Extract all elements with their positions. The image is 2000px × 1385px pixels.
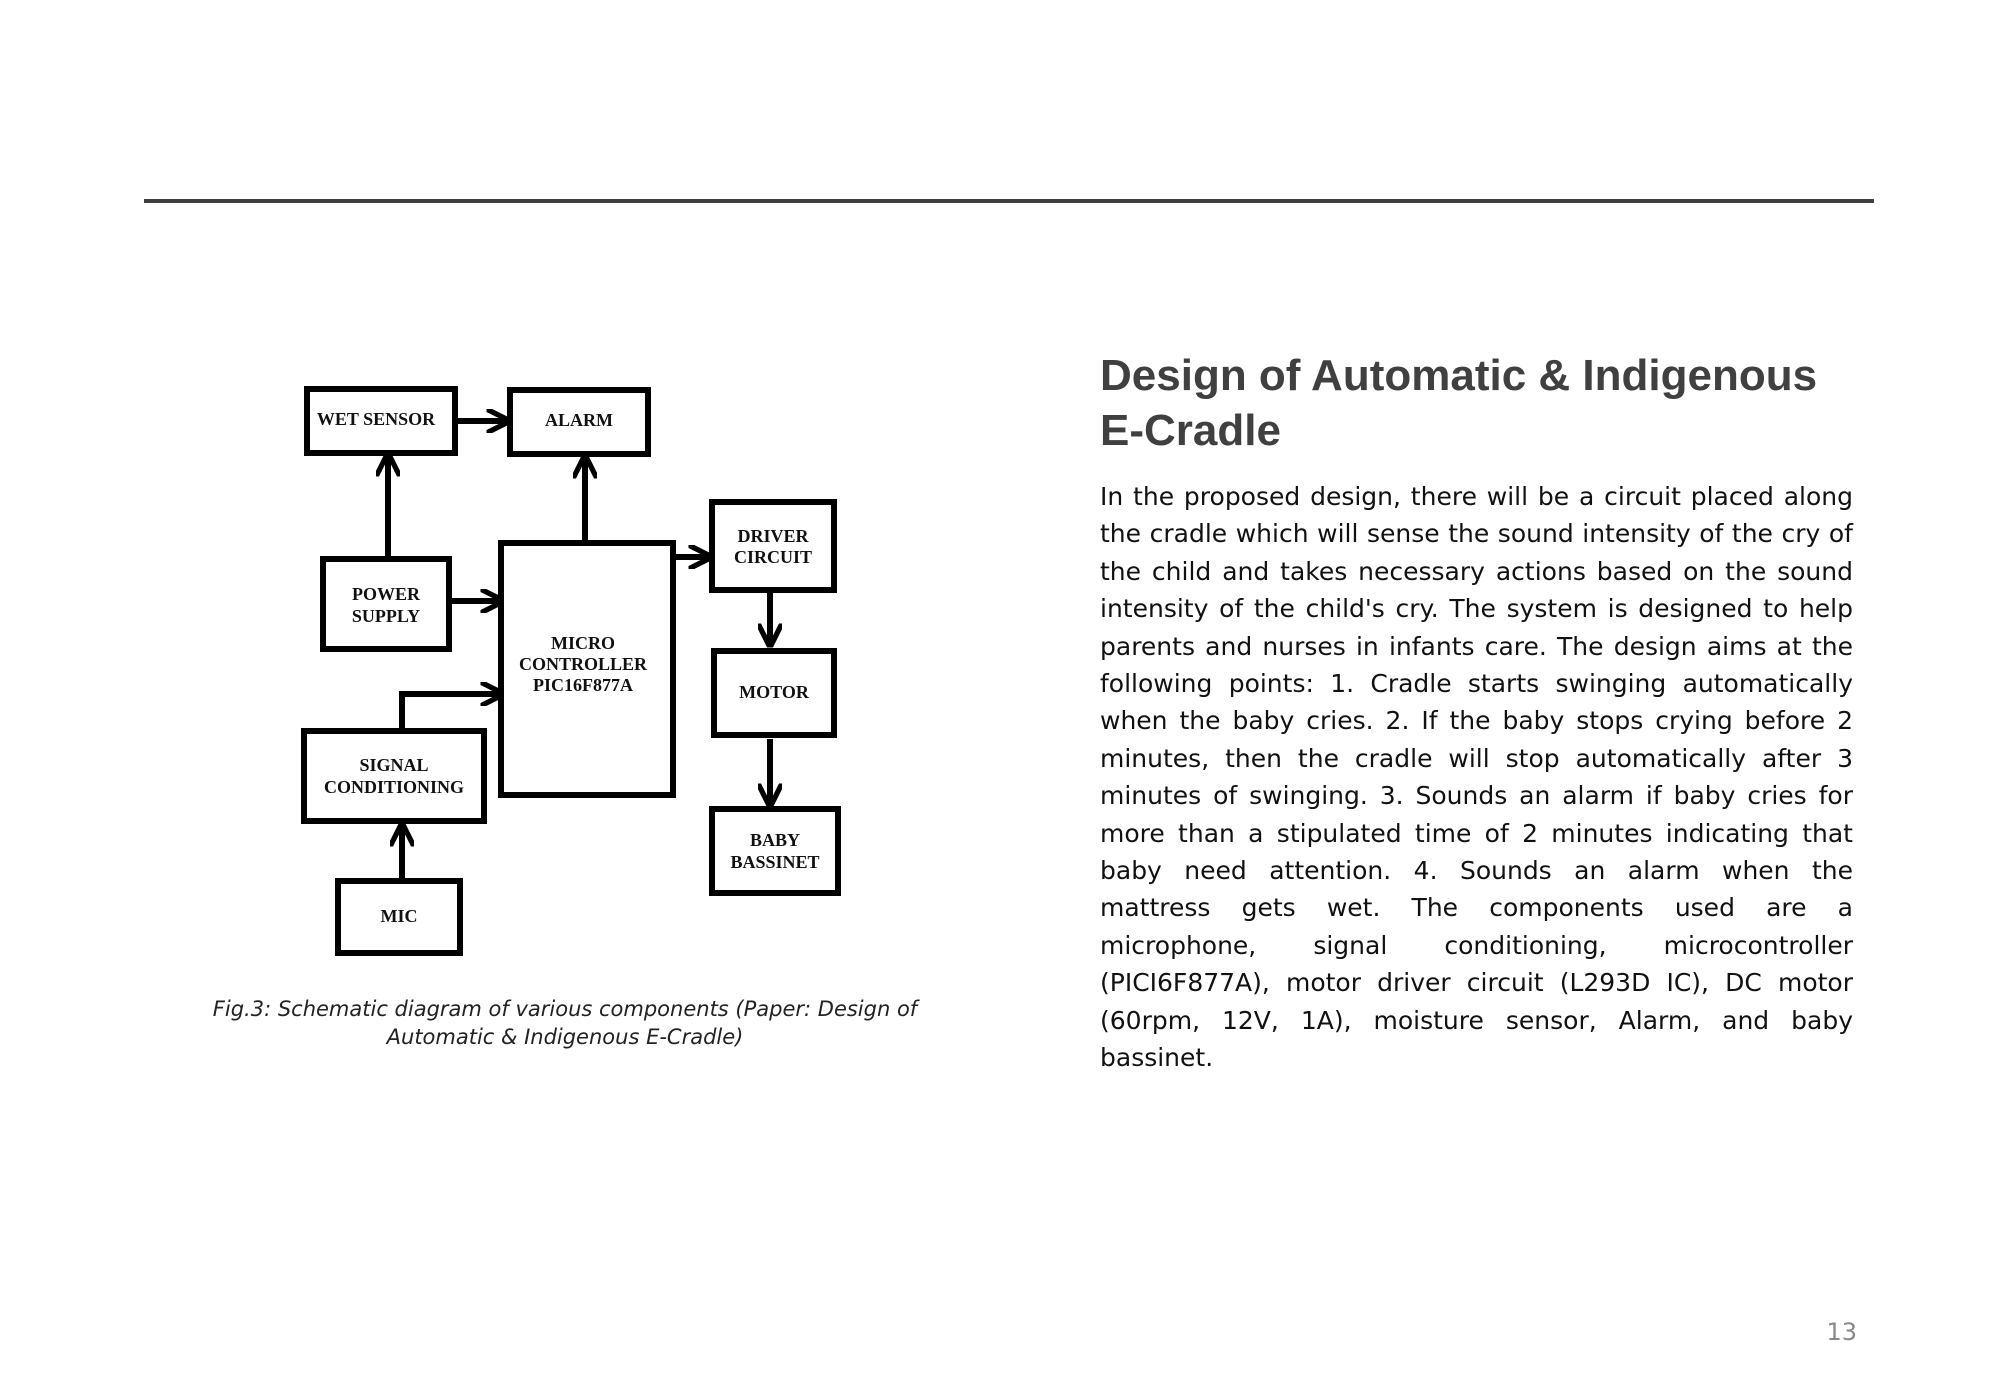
block-driver-circuit	[709, 499, 837, 593]
label-signal-2: CONDITIONING	[324, 777, 464, 797]
label-micro-3: PIC16F877A	[533, 675, 633, 695]
label-alarm: ALARM	[545, 410, 613, 430]
figure-caption: Fig.3: Schematic diagram of various comp…	[190, 995, 940, 1051]
label-wet-sensor: WET SENSOR	[317, 409, 436, 429]
slide-title-line-1: Design of Automatic & Indigenous	[1100, 351, 1818, 400]
arrow-signal-to-micro	[399, 694, 502, 731]
block-motor	[711, 648, 837, 738]
block-signal-conditioning	[301, 728, 487, 824]
label-micro-1: MICRO	[551, 633, 615, 653]
label-mic: MIC	[381, 906, 418, 926]
schematic-diagram: WET SENSOR ALARM POWER SUPPLY MICRO CONT…	[290, 375, 870, 975]
label-power-supply-1: POWER	[352, 584, 421, 604]
block-microcontroller	[498, 540, 676, 798]
label-driver-2: CIRCUIT	[734, 547, 812, 567]
block-power-supply	[320, 556, 452, 652]
block-wet-sensor	[304, 386, 458, 456]
connector-lines	[388, 421, 770, 879]
label-driver-1: DRIVER	[737, 526, 809, 546]
block-alarm	[507, 387, 651, 457]
block-baby-bassinet	[709, 806, 841, 896]
figure-caption-line-2: Automatic & Indigenous E-Cradle)	[386, 1025, 744, 1049]
label-signal-1: SIGNAL	[359, 755, 428, 775]
header-divider	[144, 199, 1874, 203]
slide-title: Design of Automatic & Indigenous E-Cradl…	[1100, 348, 1880, 458]
slide-title-line-2: E-Cradle	[1100, 406, 1281, 455]
label-power-supply-2: SUPPLY	[352, 606, 420, 626]
label-bassinet-2: BASSINET	[730, 852, 819, 872]
label-bassinet-1: BABY	[750, 830, 800, 850]
label-micro-2: CONTROLLER	[519, 654, 648, 674]
figure-caption-line-1: Fig.3: Schematic diagram of various comp…	[212, 997, 918, 1021]
block-mic	[335, 878, 463, 956]
label-motor: MOTOR	[739, 682, 810, 702]
slide-body-text: In the proposed design, there will be a …	[1100, 482, 1853, 1073]
page-number: 13	[1826, 1318, 1857, 1346]
